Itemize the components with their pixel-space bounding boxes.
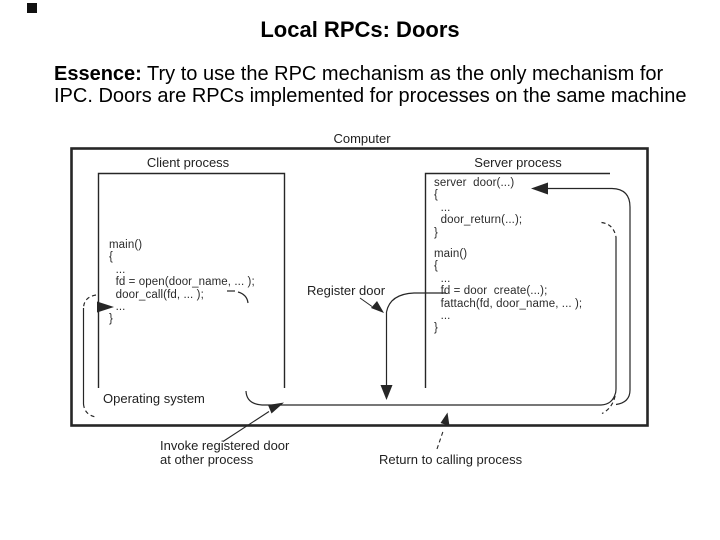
essence-line1-rest: Try to use the RPC mechanism as the only…: [141, 63, 664, 85]
return-label-arrowhead: [440, 412, 450, 426]
client-return-hook-bottom: [82, 403, 97, 418]
scan-artifact: [27, 3, 37, 13]
invoke-registered-door-label: Invoke registered door at other process: [160, 438, 290, 467]
client-process-label: Client process: [146, 155, 230, 170]
client-return-arrowhead: [97, 301, 114, 313]
client-code: main() { ... fd = open(door_name, ... );…: [109, 239, 255, 326]
invoke-label-pointer: [222, 411, 270, 442]
client-process-box: [97, 172, 286, 388]
invoke-up-line: [548, 187, 631, 406]
computer-box: [70, 147, 649, 427]
return-to-calling-process-label: Return to calling process: [379, 452, 523, 467]
essence-line1: Essence: Try to use the RPC mechanism as…: [54, 63, 704, 85]
client-return-hook-top: [82, 294, 97, 309]
server-process-box: [424, 172, 610, 388]
invoke-label-arrowhead: [268, 402, 284, 414]
return-label-pointer: [436, 429, 445, 450]
server-process-label: Server process: [474, 155, 562, 170]
essence-lead: Essence:: [54, 63, 142, 85]
register-label-arrowhead: [371, 301, 384, 313]
register-door-curve: [385, 292, 446, 313]
essence-paragraph: Essence: Try to use the RPC mechanism as…: [54, 63, 704, 107]
slide-title: Local RPCs: Doors: [260, 17, 460, 42]
server-door-code: server door(...) { ... door_return(...);…: [434, 177, 523, 239]
register-door-arrowhead: [380, 385, 393, 400]
server-door-arrowhead: [531, 182, 548, 195]
computer-label: Computer: [333, 131, 391, 146]
door-return-hook-bottom: [601, 388, 617, 415]
register-label-pointer: [359, 297, 373, 307]
server-main-code: main() { ... fd = door create(...); fatt…: [434, 248, 583, 335]
os-invoke-line: [245, 390, 617, 406]
door-return-hook-top: [601, 221, 617, 238]
register-door-label: Register door: [307, 283, 386, 298]
operating-system-label: Operating system: [103, 391, 205, 406]
door-call-curve: [237, 291, 249, 304]
essence-line2: IPC. Doors are RPCs implemented for proc…: [54, 85, 687, 107]
